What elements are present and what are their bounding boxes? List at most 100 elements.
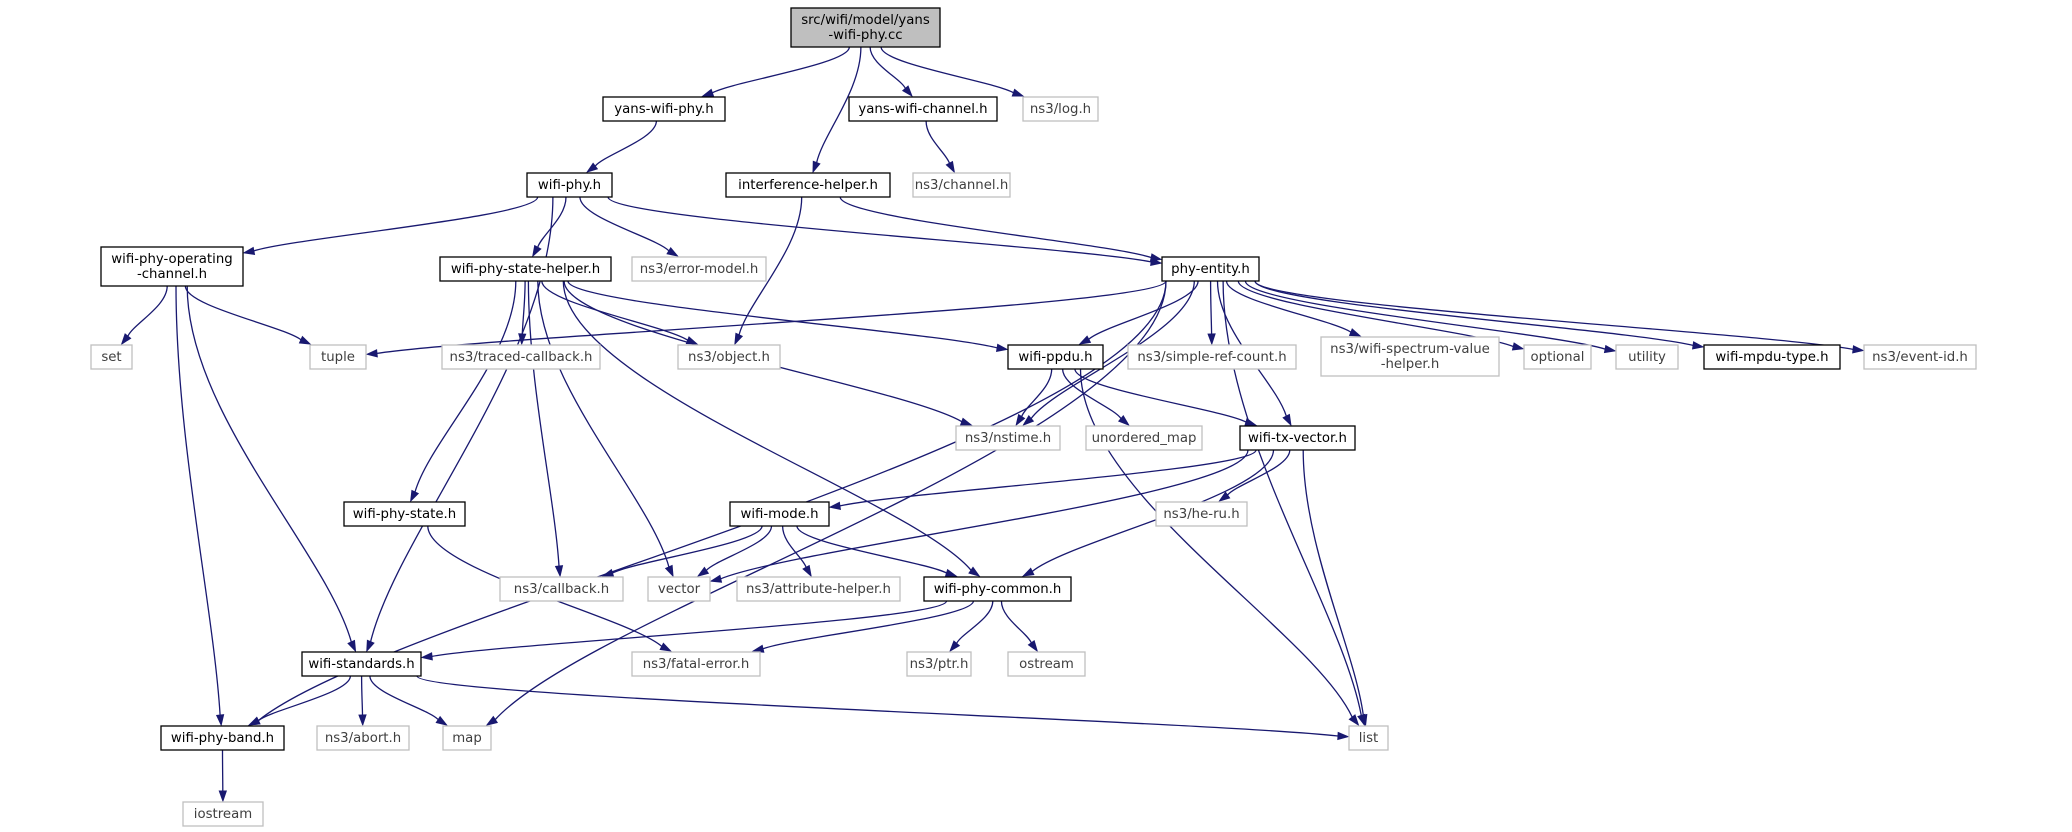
edge-line	[376, 280, 1167, 355]
node-label: ns3/event-id.h	[1872, 350, 1968, 365]
node-yans-wifi-phy[interactable]: yans-wifi-phy.h	[602, 96, 726, 122]
node-box	[631, 651, 761, 677]
node-root[interactable]: src/wifi/model/yans-wifi-phy.cc	[790, 7, 941, 48]
edge-line	[705, 525, 773, 571]
node-box	[1007, 651, 1086, 677]
edge-line	[527, 280, 560, 567]
node-label: ns3/abort.h	[325, 731, 401, 746]
node-box	[1155, 501, 1248, 527]
node-label: ns3/channel.h	[915, 178, 1009, 193]
node-utility: utility	[1615, 344, 1679, 370]
arrowhead-icon	[218, 790, 227, 803]
node-wifi-mode[interactable]: wifi-mode.h	[729, 501, 830, 527]
arrowhead-icon	[1021, 567, 1035, 577]
edge-wifi-phy-band-to-iostream	[218, 749, 227, 803]
node-label: ns3/ptr.h	[910, 657, 969, 672]
arrowhead-icon	[242, 246, 256, 256]
arrowhead-icon	[247, 716, 261, 726]
node-box	[439, 256, 612, 282]
node-phy-entity[interactable]: phy-entity.h	[1161, 256, 1260, 282]
edge-wifi-tx-vector-to-list	[1302, 449, 1368, 727]
node-error-model: ns3/error-model.h	[631, 256, 767, 282]
node-box	[526, 172, 613, 198]
arrowhead-icon	[1511, 342, 1525, 351]
node-attribute-helper: ns3/attribute-helper.h	[736, 576, 901, 602]
node-wifi-standards[interactable]: wifi-standards.h	[301, 651, 422, 677]
edge-line	[869, 46, 906, 89]
arrowhead-icon	[518, 333, 527, 346]
node-wifi-phy-state[interactable]: wifi-phy-state.h	[343, 501, 466, 527]
edge-line	[1227, 449, 1291, 496]
node-simple-ref-count: ns3/simple-ref-count.h	[1127, 344, 1297, 370]
arrowhead-icon	[1207, 333, 1216, 346]
node-label: map	[452, 731, 482, 746]
node-box	[1022, 96, 1099, 122]
arrowhead-icon	[812, 160, 821, 174]
node-map: map	[442, 725, 492, 751]
edge-wifi-phy-state-helper-to-wifi-phy-common	[562, 280, 981, 577]
node-wifi-phy-state-helper[interactable]: wifi-phy-state-helper.h	[439, 256, 612, 282]
edge-line	[925, 120, 951, 164]
node-ptr: ns3/ptr.h	[906, 651, 972, 677]
node-box	[906, 651, 972, 677]
arrowhead-icon	[1117, 415, 1130, 426]
arrowhead-icon	[1218, 491, 1231, 502]
edge-line	[1088, 280, 1199, 340]
node-box	[1085, 425, 1203, 451]
node-traced-callback: ns3/traced-callback.h	[441, 344, 601, 370]
arrowhead-icon	[666, 246, 679, 257]
arrowhead-icon	[1022, 415, 1035, 426]
arrowhead-icon	[1149, 253, 1163, 262]
edge-line	[815, 46, 862, 163]
edge-line	[1254, 280, 1854, 351]
edge-phy-entity-to-event-id	[1254, 280, 1865, 354]
edge-wifi-phy-common-to-fatal-error	[751, 600, 975, 653]
node-wifi-phy[interactable]: wifi-phy.h	[526, 172, 613, 198]
node-box	[301, 651, 422, 677]
node-yans-wifi-channel[interactable]: yans-wifi-channel.h	[848, 96, 998, 122]
node-label: utility	[1628, 350, 1666, 365]
edge-line	[1074, 368, 1247, 423]
arrowhead-icon	[1692, 341, 1705, 350]
node-wifi-phy-common[interactable]: wifi-phy-common.h	[923, 576, 1072, 602]
edge-line	[1030, 280, 1195, 419]
arrowhead-icon	[1078, 335, 1092, 345]
node-label: ns3/callback.h	[514, 582, 609, 597]
node-optional: optional	[1523, 344, 1592, 370]
node-wifi-mpdu-type[interactable]: wifi-mpdu-type.h	[1703, 344, 1841, 370]
node-box	[848, 96, 998, 122]
edge-wifi-phy-to-phy-entity	[607, 196, 1163, 267]
arrowhead-icon	[1244, 417, 1258, 426]
node-box	[790, 7, 941, 48]
node-label: phy-entity.h	[1171, 262, 1250, 277]
edge-line	[956, 600, 994, 644]
edge-wifi-phy-operating-channel-to-wifi-phy-band	[175, 285, 225, 727]
arrowhead-icon	[944, 568, 958, 577]
node-wifi-phy-operating-channel[interactable]: wifi-phy-operating-channel.h	[100, 246, 244, 287]
node-list: list	[1348, 725, 1389, 751]
edge-line	[1000, 600, 1032, 644]
node-label: unordered_map	[1092, 431, 1197, 446]
node-wifi-tx-vector[interactable]: wifi-tx-vector.h	[1239, 425, 1356, 451]
node-wifi-phy-band[interactable]: wifi-phy-band.h	[160, 725, 285, 751]
node-label: ns3/wifi-spectrum-value	[1330, 342, 1490, 357]
edge-wifi-phy-state-helper-to-wifi-phy-state	[410, 280, 517, 503]
node-box	[100, 246, 244, 287]
edge-wifi-phy-state-helper-to-object	[541, 280, 699, 345]
edge-wifi-tx-vector-to-he-ru	[1218, 449, 1291, 502]
arrowhead-icon	[420, 652, 433, 661]
edge-yans-wifi-phy-to-wifi-phy	[585, 120, 658, 173]
node-box	[1863, 344, 1977, 370]
node-box	[729, 501, 830, 527]
node-channel: ns3/channel.h	[912, 172, 1011, 198]
node-abort: ns3/abort.h	[316, 725, 410, 751]
node-interference-helper[interactable]: interference-helper.h	[725, 172, 891, 198]
node-wifi-ppdu[interactable]: wifi-ppdu.h	[1007, 344, 1104, 370]
edge-line	[579, 196, 670, 252]
edge-phy-entity-to-wifi-spectrum-value-helper	[1225, 280, 1362, 337]
edge-wifi-tx-vector-to-vector	[709, 449, 1249, 583]
edge-wifi-phy-operating-channel-to-set	[120, 285, 168, 346]
arrowhead-icon	[1359, 713, 1368, 727]
edge-line	[839, 196, 1152, 259]
